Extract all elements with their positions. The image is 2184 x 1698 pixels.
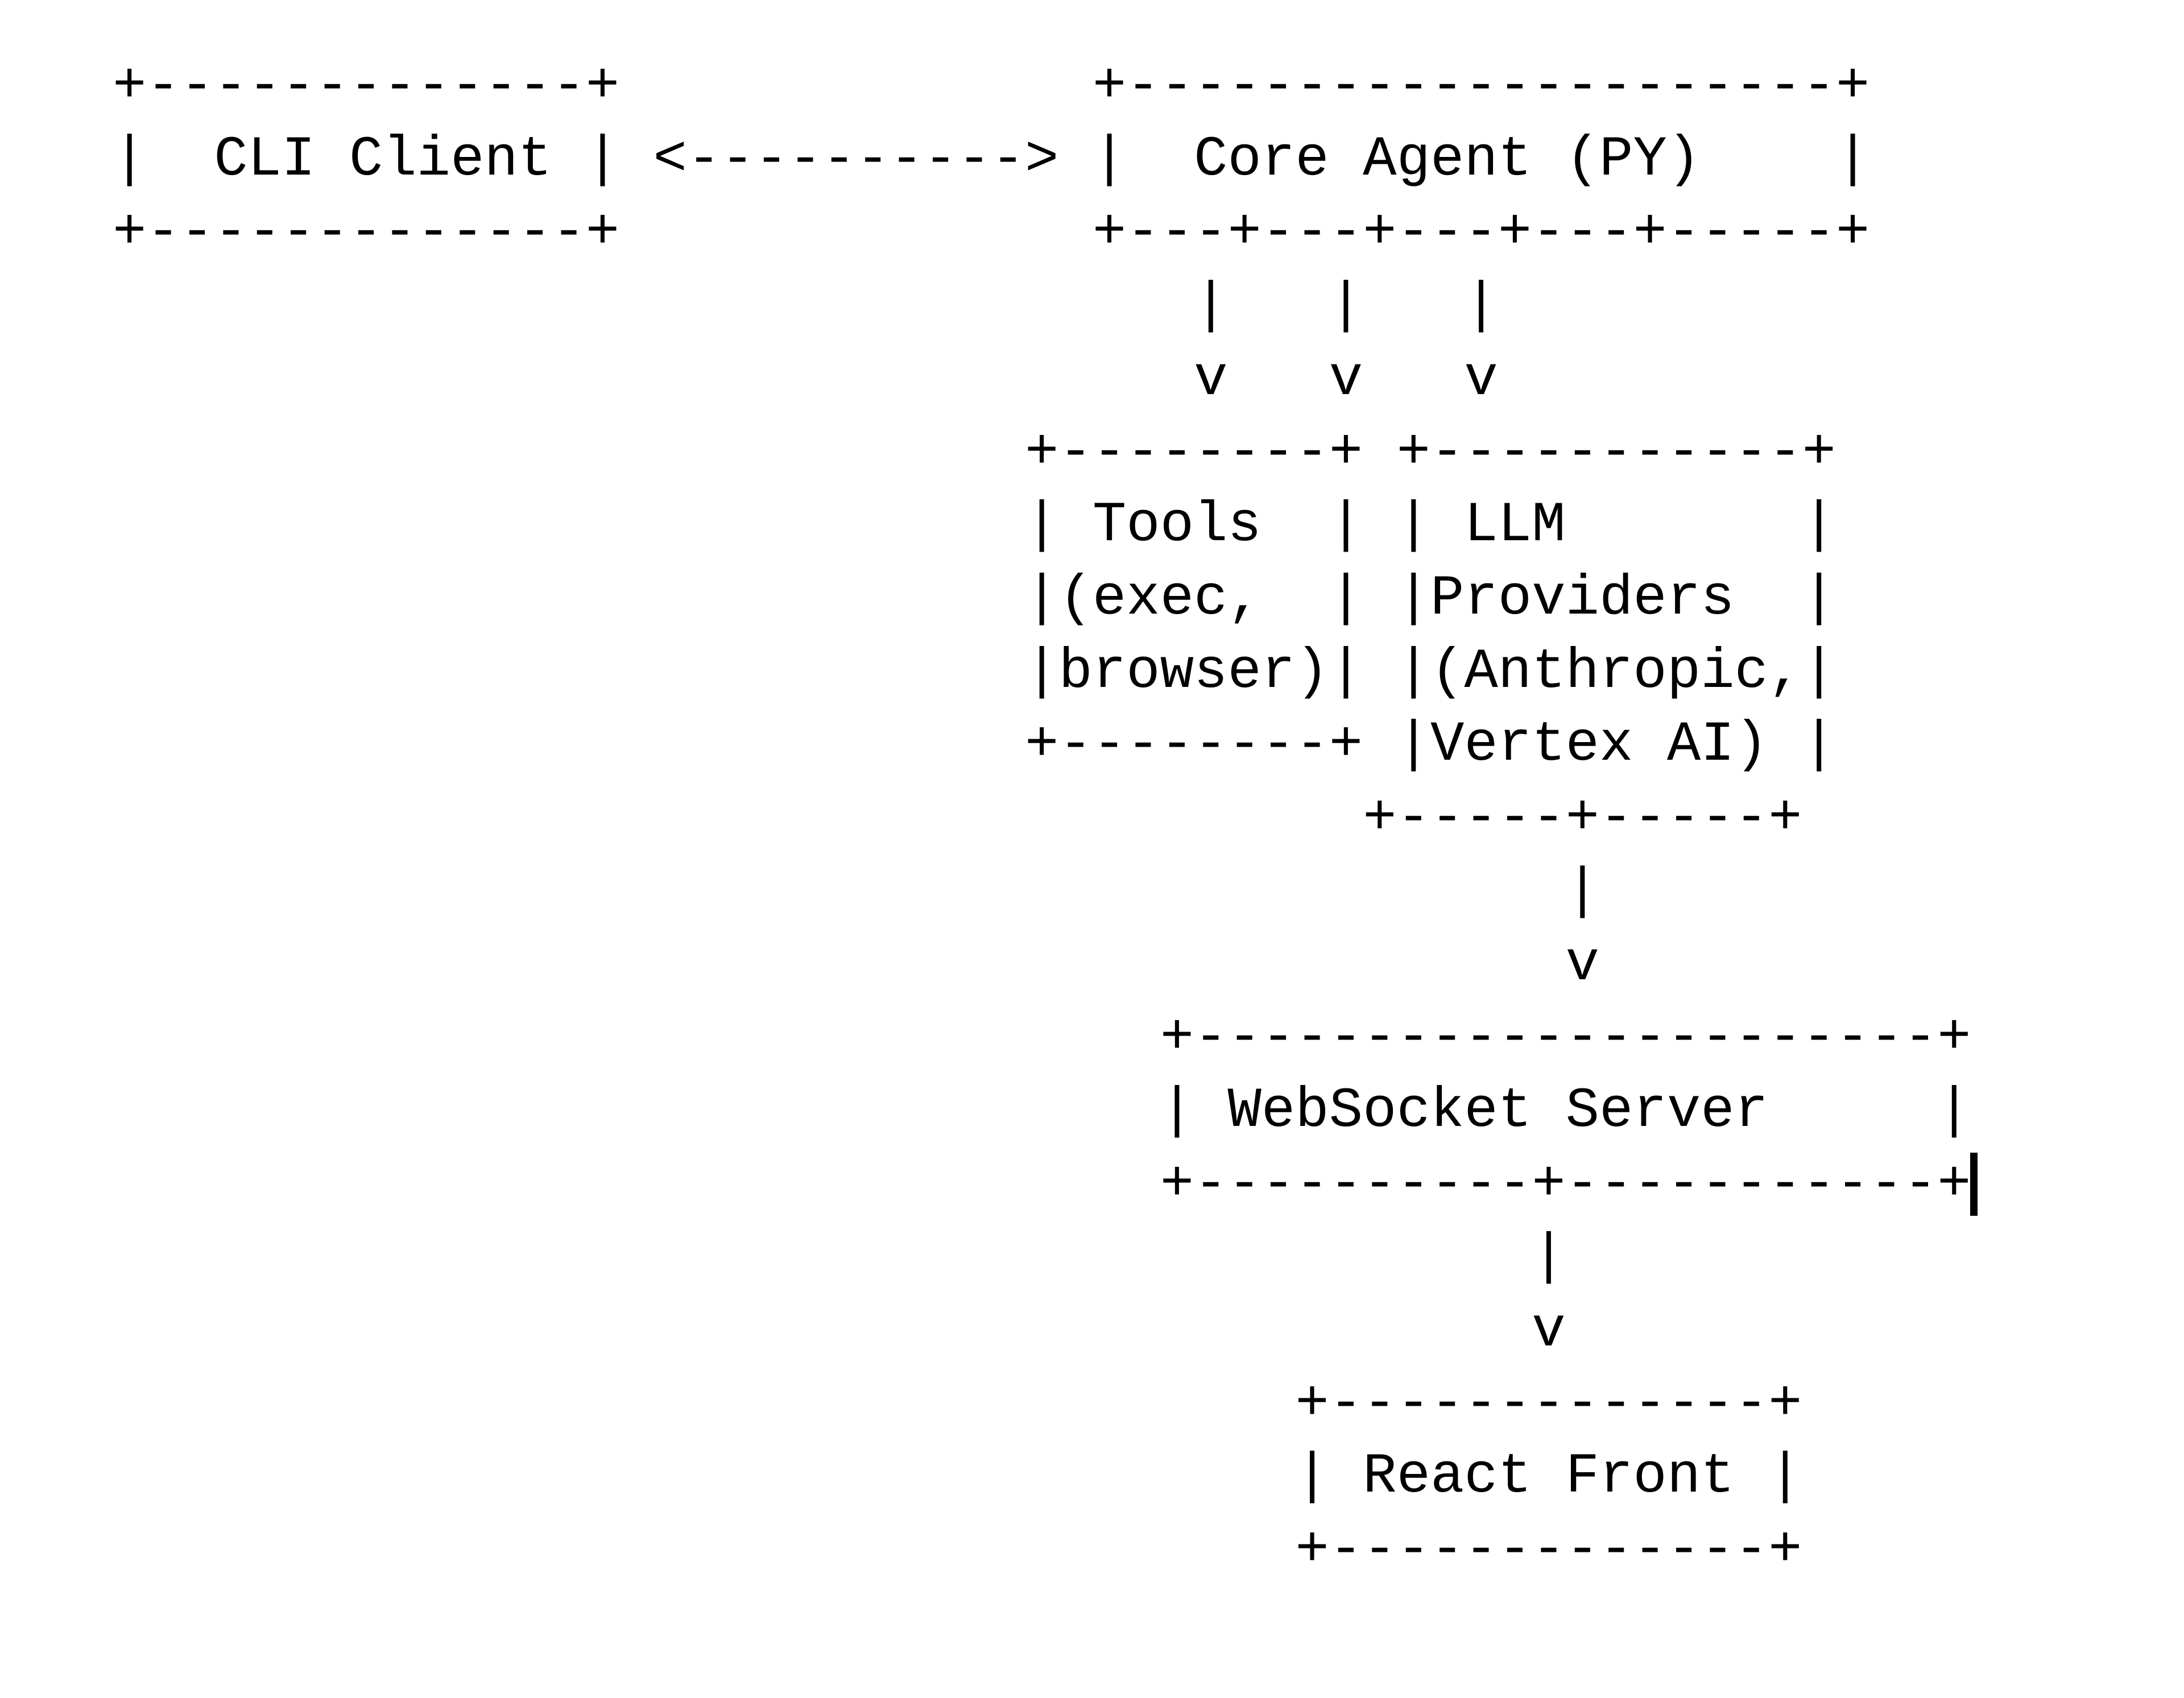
text-cursor (1970, 1153, 1978, 1216)
ascii-architecture-diagram[interactable]: +-------------+ +---------------------+ … (113, 55, 1971, 1583)
